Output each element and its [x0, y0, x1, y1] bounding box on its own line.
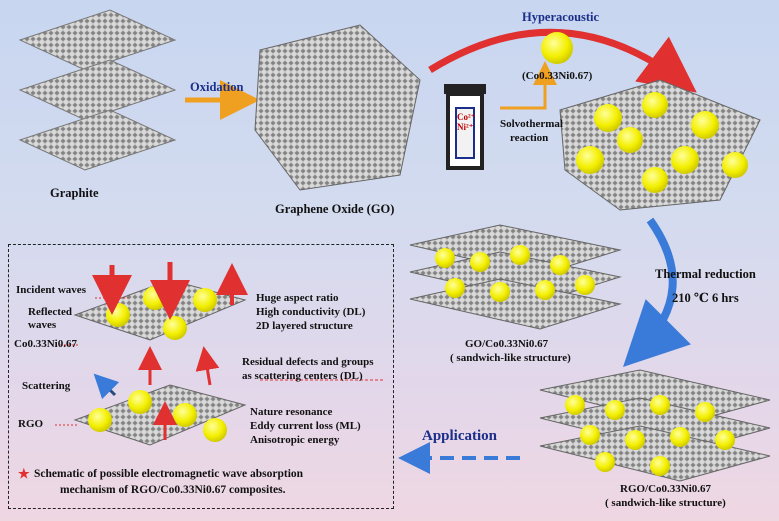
oxidation-label: Oxidation [190, 80, 244, 94]
solvothermal-arrow [500, 61, 557, 110]
graphene-oxide-sheet [254, 24, 421, 191]
graphene-oxide-label: Graphene Oxide (GO) [275, 202, 395, 216]
rgo-composite-sub-label: ( sandwich-like structure) [605, 497, 726, 509]
mechanism-schematic-box [8, 244, 394, 509]
hyperacoustic-label: Hyperacoustic [522, 10, 600, 24]
property-conductivity: High conductivity (DL) [256, 306, 366, 318]
property-defects: Residual defects and groups [242, 356, 374, 368]
vessel-ions-label: Co²⁺ Ni²⁺ [457, 112, 476, 132]
reflected-label: Reflected [28, 306, 72, 318]
go-composite-label: GO/Co0.33Ni0.67 [465, 338, 549, 350]
property-eddy-current: Eddy current loss (ML) [250, 420, 361, 432]
go-composite-sub-label: ( sandwich-like structure) [450, 352, 571, 364]
application-label: Application [422, 428, 498, 444]
graphite-sheets [18, 9, 177, 171]
caption-line-2: mechanism of RGO/Co0.33Ni0.67 composites… [60, 484, 286, 496]
caption-line-1: Schematic of possible electromagnetic wa… [34, 468, 304, 480]
star-icon: ★ [18, 466, 30, 481]
reaction-label: reaction [510, 132, 549, 144]
property-aspect-ratio: Huge aspect ratio [256, 292, 339, 304]
autoclave-icon [444, 84, 486, 170]
property-scattering-centers: as scattering centers (DL) [242, 370, 363, 382]
schematic-drawing [55, 262, 385, 446]
coni-label: Co0.33Ni0.67 [14, 338, 77, 350]
property-resonance: Nature resonance [250, 406, 333, 418]
coni-particle [541, 32, 573, 64]
waves-label: waves [28, 319, 57, 331]
scattering-label: Scattering [22, 380, 71, 392]
thermal-reduction-label: Thermal reduction [655, 267, 756, 281]
property-layered: 2D layered structure [256, 320, 353, 332]
property-anisotropic: Anisotropic energy [250, 434, 340, 446]
graphite-label: Graphite [50, 186, 99, 200]
thermal-condition-label: 210 ℃ 6 hrs [672, 291, 739, 305]
rgo-coni-sandwich [539, 369, 771, 482]
go-particle-sheet [559, 79, 761, 211]
rgo-label: RGO [18, 418, 44, 430]
rgo-composite-label: RGO/Co0.33Ni0.67 [620, 483, 712, 495]
coni-formula-label: (Co0.33Ni0.67) [522, 70, 593, 82]
solvothermal-label: Solvothermal [500, 118, 563, 130]
incident-waves-label: Incident waves [16, 284, 86, 296]
go-coni-sandwich [409, 224, 622, 330]
thermal-reduction-arrow [623, 217, 691, 367]
